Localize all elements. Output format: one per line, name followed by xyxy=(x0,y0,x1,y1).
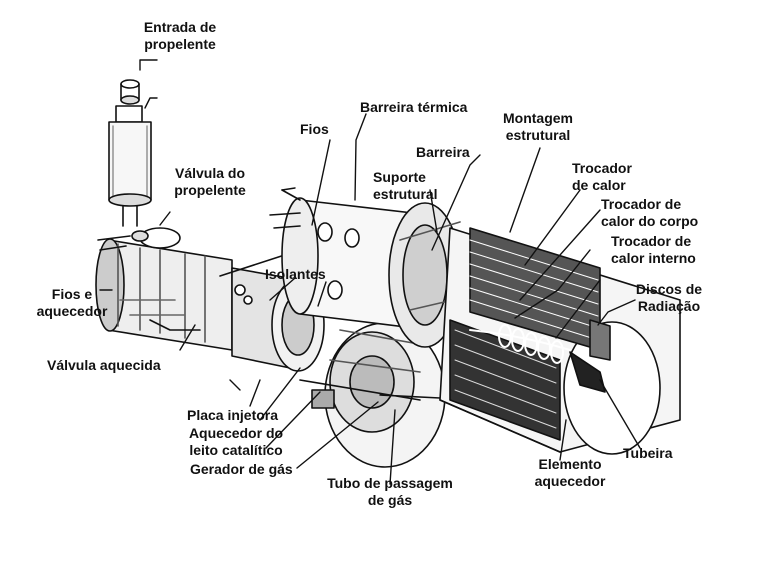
propellant-inlet-tube xyxy=(108,79,152,227)
label-internal-heat-exchanger: Trocador de calor interno xyxy=(611,233,696,267)
label-heat-exchanger: Trocador de calor xyxy=(572,160,632,194)
label-wires-and-heater: Fios e aquecedor xyxy=(32,286,112,320)
label-propellant-valve-line1: Válvula do xyxy=(174,165,246,181)
label-insulators: Isolantes xyxy=(265,266,326,282)
leader-lines xyxy=(99,59,641,485)
label-body-heat-exchanger: Trocador de calor do corpo xyxy=(601,196,698,230)
label-propellant-valve: Válvula do propelente xyxy=(160,165,260,199)
label-gas-passage-tube-line1: Tubo de passagem xyxy=(327,475,453,491)
label-wires-and-heater-line1: Fios e xyxy=(51,286,93,302)
label-catalytic-bed-heater-line1: Aquecedor do xyxy=(188,425,284,441)
label-gas-passage-tube: Tubo de passagem de gás xyxy=(310,475,470,509)
label-structural-support-line2: estrutural xyxy=(373,186,438,202)
label-structural-support: Suporte estrutural xyxy=(373,169,438,203)
label-injector-plate: Placa injetora xyxy=(187,407,279,423)
label-radiation-disks: Discos de Radiação xyxy=(628,281,710,315)
label-body-heat-exchanger-line1: Trocador de xyxy=(601,196,682,212)
label-internal-heat-exchanger-line1: Trocador de xyxy=(611,233,692,249)
label-propellant-valve-line2: propelente xyxy=(174,182,246,198)
label-catalytic-bed-heater-line2: leito catalítico xyxy=(189,442,283,458)
structural-support-flange xyxy=(388,202,471,348)
label-radiation-disks-line2: Radiação xyxy=(637,298,701,314)
label-heated-valve: Válvula aquecida xyxy=(47,357,161,373)
label-wires-and-heater-line2: aquecedor xyxy=(36,303,108,319)
label-barrier: Barreira xyxy=(416,144,470,160)
thrust-chamber-housing xyxy=(439,227,681,455)
label-heating-element: Elemento aquecedor xyxy=(520,456,620,490)
label-structural-support-line1: Suporte xyxy=(373,169,426,185)
label-internal-heat-exchanger-line2: calor interno xyxy=(611,250,696,266)
label-propellant-inlet-line1: Entrada de xyxy=(143,19,217,35)
label-propellant-inlet: Entrada de propelente xyxy=(120,19,240,53)
label-gas-passage-tube-line2: de gás xyxy=(367,492,413,508)
label-structural-mount-line2: estrutural xyxy=(505,127,571,143)
label-body-heat-exchanger-line2: calor do corpo xyxy=(601,213,699,229)
label-structural-mount: Montagem estrutural xyxy=(488,110,588,144)
label-catalytic-bed-heater: Aquecedor do leito catalítico xyxy=(176,425,296,459)
label-heat-exchanger-line1: Trocador xyxy=(572,160,632,176)
label-radiation-disks-line1: Discos de xyxy=(635,281,703,297)
label-propellant-inlet-line2: propelente xyxy=(144,36,216,52)
label-wires-top: Fios xyxy=(300,121,329,137)
heated-valve-body xyxy=(95,227,233,351)
label-structural-mount-line1: Montagem xyxy=(503,110,573,126)
label-nozzle: Tubeira xyxy=(623,445,673,461)
gas-generator-assembly xyxy=(219,231,446,468)
label-heat-exchanger-line2: de calor xyxy=(572,177,626,193)
label-thermal-barrier: Barreira térmica xyxy=(360,99,468,115)
label-heating-element-line1: Elemento xyxy=(538,456,602,472)
label-gas-generator: Gerador de gás xyxy=(190,461,293,477)
label-heating-element-line2: aquecedor xyxy=(534,473,606,489)
